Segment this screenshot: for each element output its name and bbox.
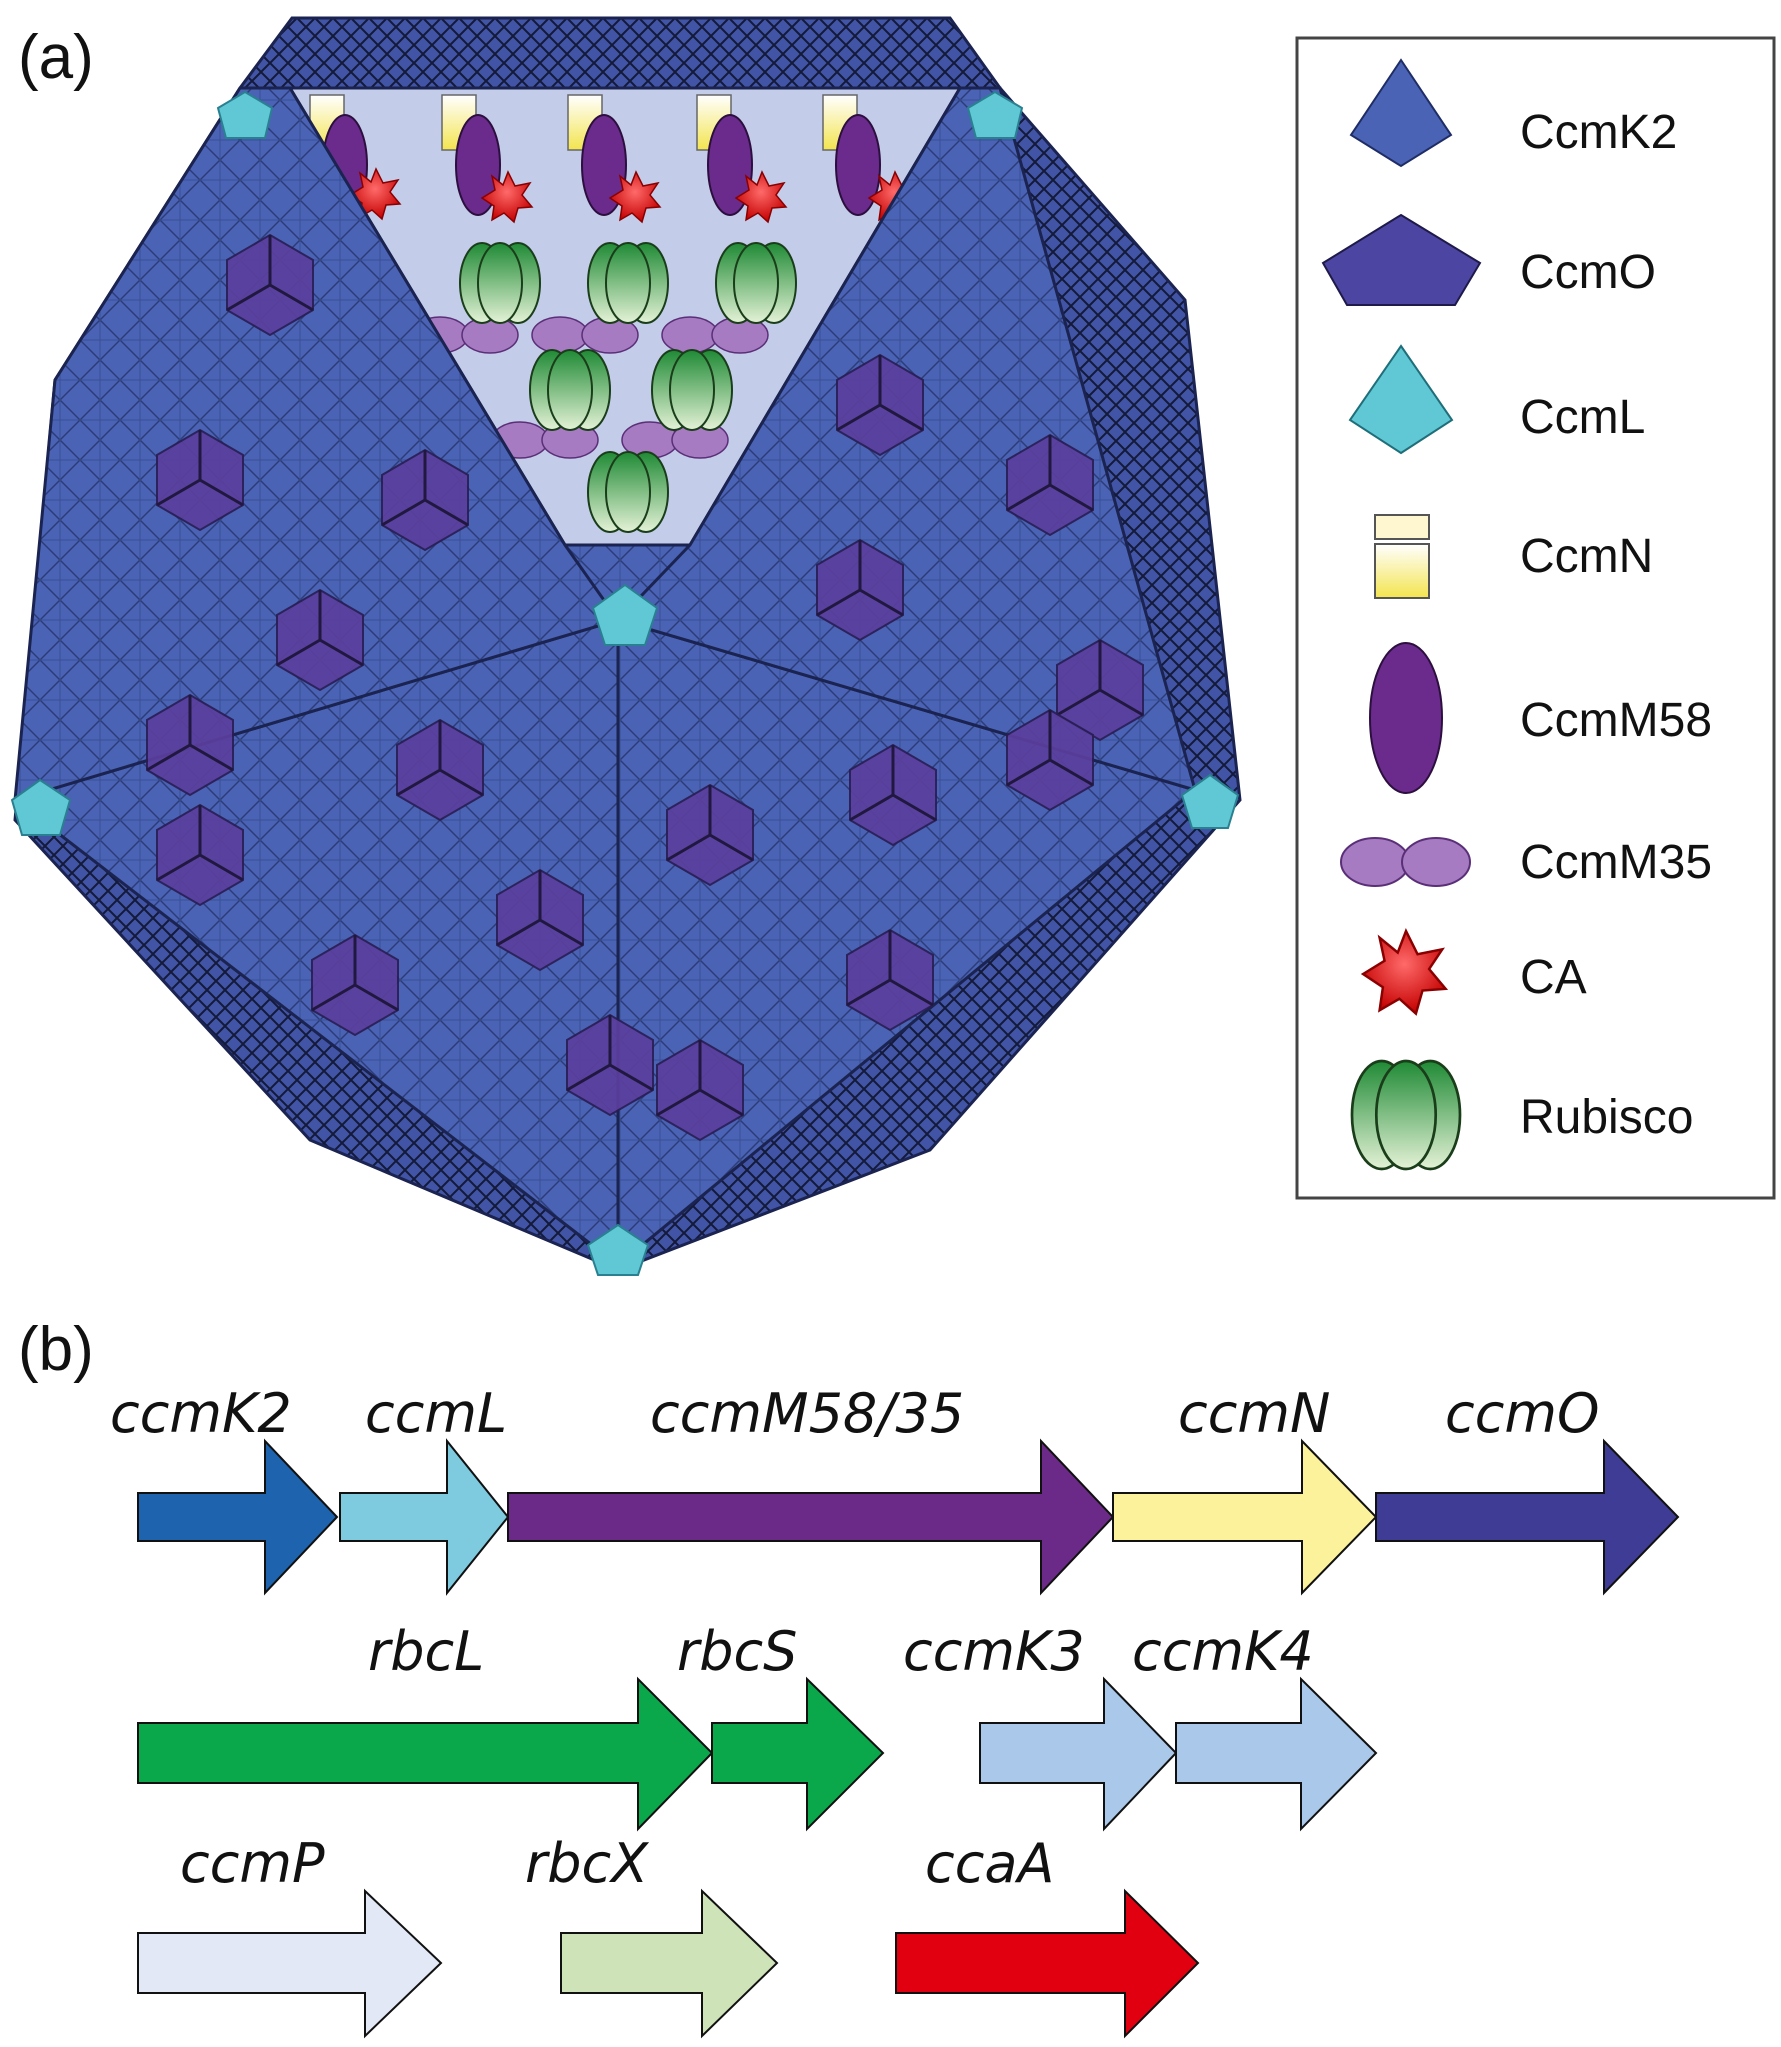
ccmn-symbol xyxy=(1374,543,1430,599)
legend-label-ccmn: CcmN xyxy=(1520,530,1653,583)
rubisco-symbol xyxy=(1350,1059,1462,1171)
ccmm58-symbol xyxy=(1369,642,1443,794)
legend-item-ccmn: CcmN xyxy=(1374,514,1653,599)
legend-box: CcmK2 CcmO CcmL CcmN CcmM58 CcmM35 xyxy=(1295,36,1776,1200)
legend-item-ccmk2: CcmK2 xyxy=(1349,58,1677,168)
gene-label-ccml: ccmL xyxy=(365,1382,507,1445)
gene-label-rbcl: rbcL xyxy=(368,1620,484,1683)
gene-arrow-ccmk3: ccmK3 xyxy=(903,1620,1178,1832)
gene-arrow-ccmm58-35: ccmM58/35 xyxy=(507,1382,1115,1596)
gene-arrow-ccmp: ccmP xyxy=(137,1832,443,2039)
gene-arrow-ccaa: ccaA xyxy=(895,1832,1200,2039)
ccml-vertices xyxy=(10,90,1240,1276)
ccmk2-symbol xyxy=(1349,58,1453,168)
legend-label-ccmm58: CcmM58 xyxy=(1520,694,1712,747)
panel-a-label: (a) xyxy=(18,23,94,92)
gene-arrow-rbcl: rbcL xyxy=(137,1620,714,1832)
gene-arrow-ccmk2: ccmK2 xyxy=(110,1382,339,1596)
legend-item-ca: CA xyxy=(1361,929,1587,1015)
legend-label-rubisco: Rubisco xyxy=(1520,1091,1693,1144)
legend-label-ccml: CcmL xyxy=(1520,391,1645,444)
gene-cluster-diagram: ccmK2 ccmL ccmM58/35 ccmN ccmO rbcL rbcS xyxy=(110,1382,1680,2039)
gene-label-ccmk2: ccmK2 xyxy=(110,1382,292,1445)
legend-frame xyxy=(1295,36,1776,1200)
shell-cutaway xyxy=(287,86,963,547)
legend-item-ccmm35: CcmM35 xyxy=(1340,836,1712,889)
gene-label-ccmk3: ccmK3 xyxy=(903,1620,1085,1683)
ccml-symbol xyxy=(1348,344,1454,455)
ccmo-symbol xyxy=(1321,213,1482,306)
legend-label-ccmm35: CcmM35 xyxy=(1520,836,1712,889)
gene-label-ccmp: ccmP xyxy=(180,1832,325,1895)
legend-label-ccmo: CcmO xyxy=(1520,246,1656,299)
legend-item-rubisco: Rubisco xyxy=(1350,1059,1693,1171)
gene-label-ccmo: ccmO xyxy=(1445,1382,1600,1445)
gene-arrow-rbcx: rbcX xyxy=(525,1832,779,2039)
ccmm35-symbol xyxy=(1340,837,1410,887)
gene-label-rbcs: rbcS xyxy=(677,1620,797,1683)
gene-arrow-ccmn: ccmN xyxy=(1112,1382,1378,1596)
gene-label-ccmn: ccmN xyxy=(1178,1382,1330,1445)
gene-arrow-rbcs: rbcS xyxy=(677,1620,885,1832)
legend-label-ca: CA xyxy=(1520,951,1587,1004)
gene-label-ccmm58-35: ccmM58/35 xyxy=(650,1382,964,1445)
gene-arrow-ccml: ccmL xyxy=(339,1382,510,1596)
panel-b-label: (b) xyxy=(18,1315,94,1384)
carboxysome-illustration xyxy=(10,16,1242,1276)
gene-label-ccmk4: ccmK4 xyxy=(1132,1620,1314,1683)
legend-item-ccmm58: CcmM58 xyxy=(1369,642,1712,794)
gene-label-rbcx: rbcX xyxy=(525,1832,649,1895)
legend-item-ccml: CcmL xyxy=(1348,344,1645,455)
gene-arrow-ccmo: ccmO xyxy=(1375,1382,1680,1596)
gene-label-ccaa: ccaA xyxy=(925,1832,1054,1895)
legend-label-ccmk2: CcmK2 xyxy=(1520,106,1677,159)
gene-arrow-ccmk4: ccmK4 xyxy=(1132,1620,1378,1832)
legend-item-ccmo: CcmO xyxy=(1321,213,1656,306)
